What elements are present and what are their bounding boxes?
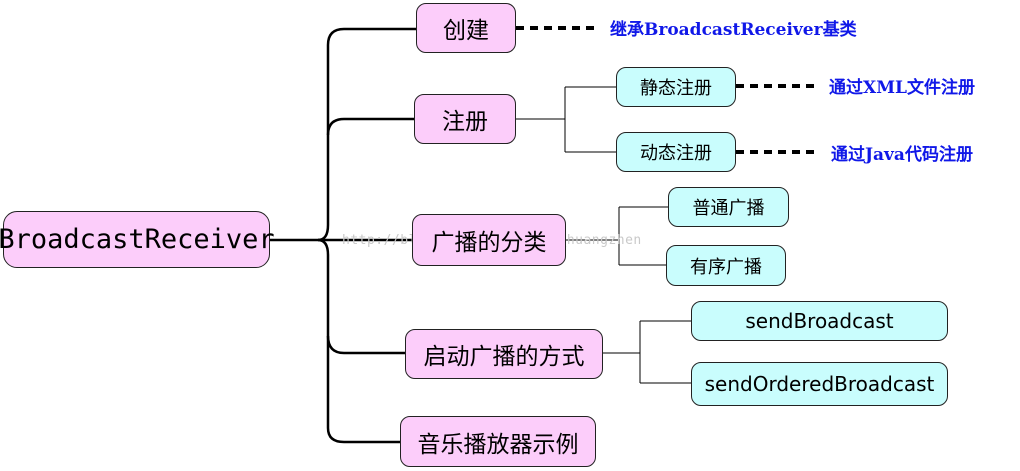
connector-trunk-lower bbox=[317, 238, 400, 444]
note-dynamic-register: 通过Java代码注册 bbox=[831, 145, 973, 165]
node-dynamic-register: 动态注册 bbox=[616, 132, 736, 172]
note-static-register: 通过XML文件注册 bbox=[829, 78, 975, 98]
node-register: 注册 bbox=[414, 94, 516, 144]
node-start-methods: 启动广播的方式 bbox=[405, 329, 603, 379]
connector-register bbox=[326, 117, 414, 136]
node-music-player-example: 音乐播放器示例 bbox=[400, 416, 596, 467]
node-ordered-broadcast: 有序广播 bbox=[666, 245, 786, 286]
node-send-ordered-broadcast: sendOrderedBroadcast bbox=[691, 362, 948, 406]
connector-types-children bbox=[566, 206, 668, 266]
connector-register-children bbox=[516, 86, 616, 153]
node-broadcast-types: 广播的分类 bbox=[412, 214, 566, 266]
root-node: BroadcastReceiver bbox=[0, 211, 275, 268]
connector-start-children bbox=[603, 320, 691, 384]
node-normal-broadcast: 普通广播 bbox=[668, 187, 789, 227]
node-static-register: 静态注册 bbox=[616, 67, 736, 107]
node-send-broadcast: sendBroadcast bbox=[691, 301, 948, 341]
note-create: 继承BroadcastReceiver基类 bbox=[610, 20, 857, 40]
node-create: 创建 bbox=[416, 3, 516, 53]
connector-start bbox=[326, 335, 405, 355]
connector-trunk bbox=[317, 27, 416, 242]
